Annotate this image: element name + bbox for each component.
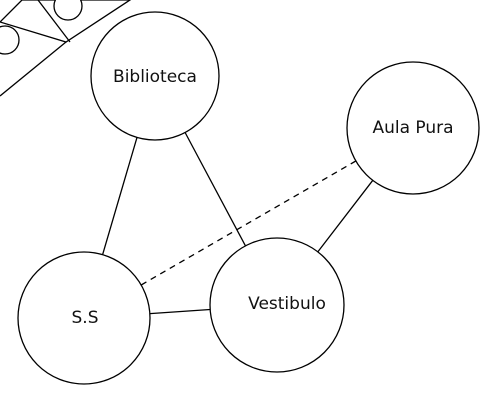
corner-circle-left (0, 25, 20, 55)
edge-biblioteca-ss (101, 137, 138, 255)
node-biblioteca-label: Biblioteca (113, 67, 197, 87)
node-ss[interactable]: S.S (17, 251, 151, 385)
edge-aula-pura-vestibulo (317, 179, 374, 253)
corner-box-tail (0, 41, 67, 97)
top-left-partial-element (0, 0, 132, 97)
node-vestibulo-circle[interactable] (209, 237, 345, 373)
node-aula-pura-label: Aula Pura (372, 118, 453, 138)
node-ss-label: S.S (72, 308, 99, 328)
edge-ss-aula-pura (140, 160, 357, 286)
node-ss-circle[interactable] (17, 251, 151, 385)
node-biblioteca-circle[interactable] (90, 11, 220, 141)
edge-ss-vestibulo (149, 308, 211, 315)
edge-biblioteca-vestibulo (184, 132, 247, 247)
edges-layer (101, 132, 374, 315)
node-vestibulo-label: Vestibulo (248, 294, 326, 314)
node-vestibulo[interactable]: Vestibulo (209, 237, 345, 373)
node-aula-pura[interactable]: Aula Pura (346, 61, 480, 195)
node-aula-pura-circle[interactable] (346, 61, 480, 195)
corner-box-divider (37, 0, 71, 43)
node-biblioteca[interactable]: Biblioteca (90, 11, 220, 141)
corner-circle-right (53, 0, 83, 21)
corner-box-outline (0, 0, 132, 43)
